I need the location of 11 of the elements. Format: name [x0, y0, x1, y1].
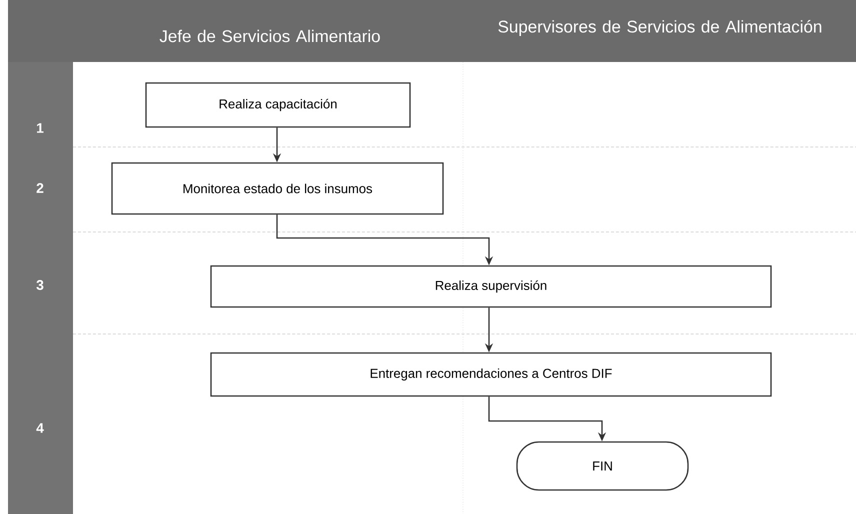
process-box: Monitorea estado de los insumos: [111, 162, 444, 215]
process-box: Realiza supervisión: [210, 265, 772, 308]
process-box: Realiza capacitación: [145, 82, 411, 128]
row-number: 4: [36, 423, 44, 433]
process-box: Entregan recomendaciones a Centros DIF: [210, 352, 772, 397]
row-number: 2: [36, 183, 44, 193]
lane-header: Supervisores de Servicios de Alimentación: [498, 20, 822, 36]
row-number: 3: [36, 280, 44, 290]
lane-header: Jefe de Servicios Alimentario: [160, 30, 380, 42]
row-number: 1: [37, 123, 44, 133]
terminal-box: FIN: [516, 441, 689, 491]
